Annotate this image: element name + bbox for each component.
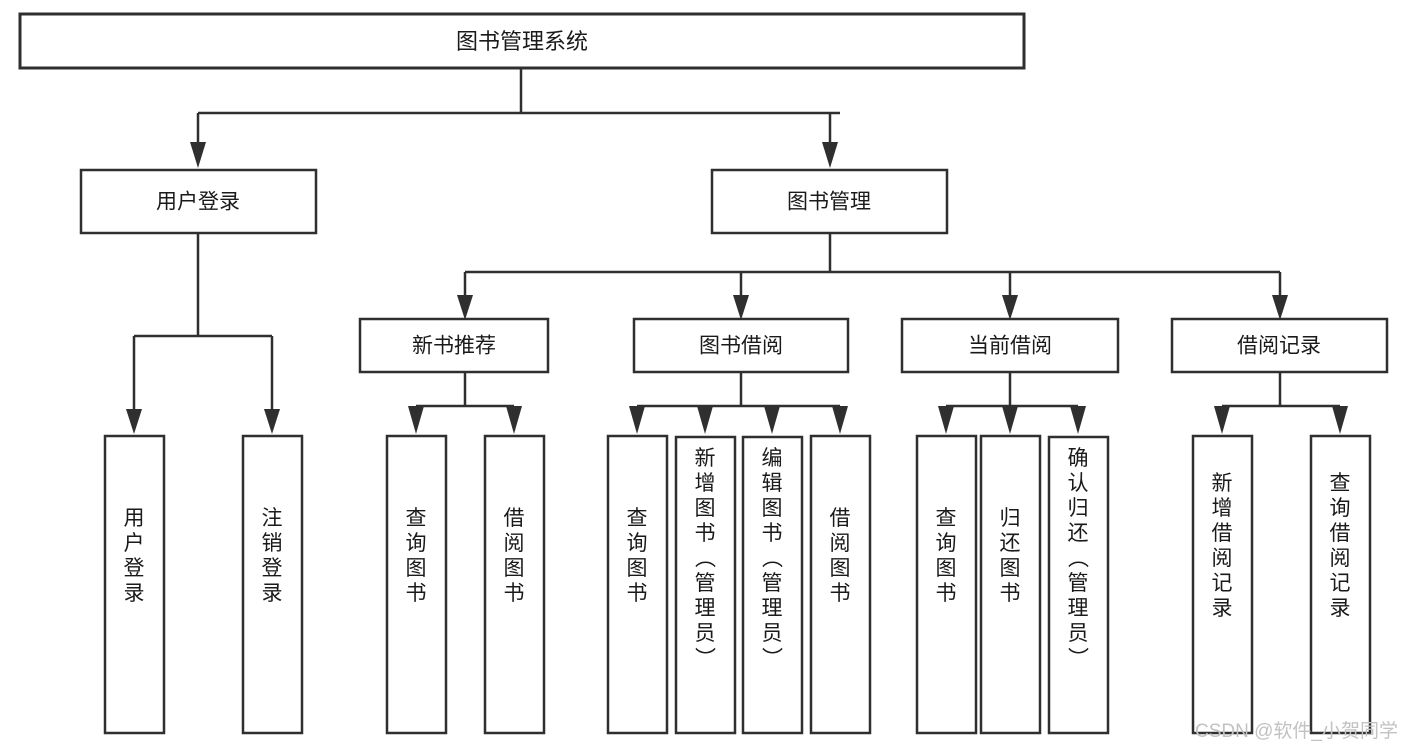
node-root-label: 图书管理系统 [456, 29, 588, 54]
leaf-query-book-2-box[interactable] [606, 434, 669, 735]
leaf-user-login[interactable]: 用户登录 [103, 434, 166, 735]
arrow-head-current-borrow [1002, 295, 1018, 320]
node-book-manage-label: 图书管理 [787, 191, 871, 214]
leaf-query-record-label: 查询借阅记录 [1330, 472, 1351, 620]
leaf-user-logout-label: 注销登录 [262, 507, 283, 605]
leaf-borrow-book-2[interactable]: 借阅图书 [809, 434, 872, 735]
leaf-borrow-book-1-box[interactable] [483, 434, 546, 735]
arrow-head-leaf-user-login [126, 409, 142, 434]
arrow-head-leaf-confirm-return [1070, 406, 1086, 434]
leaf-confirm-return-label: 确认归还（管理员） [1068, 447, 1090, 670]
leaf-query-book-3-box[interactable] [915, 434, 978, 735]
leaf-borrow-book-1-label: 借阅图书 [504, 507, 525, 605]
arrow-head-borrow-record [1272, 295, 1288, 320]
leaf-return-book-box[interactable] [979, 434, 1042, 735]
connector-group-book-borrow [629, 372, 848, 434]
arrow-head-leaf-add-book [697, 406, 713, 434]
arrow-head-leaf-borrow-book-1 [506, 406, 522, 434]
node-borrow-record[interactable]: 借阅记录 [1170, 317, 1389, 374]
node-book-borrow-box[interactable] [632, 317, 850, 374]
leaf-borrow-book-2-box[interactable] [809, 434, 872, 735]
leaf-query-book-3-label: 查询图书 [936, 507, 957, 605]
leaf-query-book-1-box[interactable] [385, 434, 448, 735]
arrow-head-new-book-rec [457, 295, 473, 320]
arrow-head-leaf-query-book-2 [629, 406, 645, 434]
leaf-edit-book-box[interactable] [741, 435, 804, 735]
leaf-user-login-label: 用户登录 [124, 507, 145, 605]
leaf-confirm-return-box[interactable] [1047, 435, 1110, 735]
leaf-add-record[interactable]: 新增借阅记录 [1191, 434, 1254, 735]
leaf-add-book[interactable]: 新增图书（管理员） [674, 435, 737, 735]
arrow-head-book-manage [822, 142, 838, 168]
connector-group-book-manage [457, 233, 1288, 320]
leaf-borrow-book-1[interactable]: 借阅图书 [483, 434, 546, 735]
leaf-query-book-1-label: 查询图书 [406, 507, 427, 605]
node-root[interactable]: 图书管理系统 [18, 12, 1026, 70]
leaf-user-login-box[interactable] [103, 434, 166, 735]
arrow-head-leaf-return-book [1002, 406, 1018, 434]
connector-group-new-book-rec [408, 372, 522, 434]
leaf-user-logout-box[interactable] [241, 434, 304, 735]
node-borrow-record-box[interactable] [1170, 317, 1389, 374]
connector-group-current-borrow [938, 372, 1086, 434]
node-user-login-label: 用户登录 [156, 191, 240, 214]
node-user-login[interactable]: 用户登录 [79, 168, 318, 235]
leaf-query-record-box[interactable] [1309, 434, 1372, 735]
leaf-add-record-label: 新增借阅记录 [1212, 472, 1233, 620]
leaf-user-logout[interactable]: 注销登录 [241, 434, 304, 735]
arrow-head-leaf-add-record [1214, 406, 1230, 434]
watermark-label: CSDN @软件_小贺同学 [1195, 720, 1398, 742]
arrow-head-leaf-edit-book [764, 406, 780, 434]
node-current-borrow[interactable]: 当前借阅 [900, 317, 1120, 374]
leaf-return-book[interactable]: 归还图书 [979, 434, 1042, 735]
leaf-add-record-box[interactable] [1191, 434, 1254, 735]
leaf-confirm-return[interactable]: 确认归还（管理员） [1047, 435, 1110, 735]
leaf-edit-book-label: 编辑图书（管理员） [762, 447, 784, 670]
leaf-query-book-3[interactable]: 查询图书 [915, 434, 978, 735]
node-book-manage[interactable]: 图书管理 [710, 168, 949, 235]
arrow-head-book-borrow [733, 295, 749, 320]
node-book-manage-box[interactable] [710, 168, 949, 235]
leaf-query-book-1[interactable]: 查询图书 [385, 434, 448, 735]
leaf-query-book-2[interactable]: 查询图书 [606, 434, 669, 735]
node-new-book-rec-label: 新书推荐 [412, 335, 496, 358]
connector-group-root [190, 68, 840, 168]
node-new-book-rec[interactable]: 新书推荐 [358, 317, 550, 374]
node-new-book-rec-box[interactable] [358, 317, 550, 374]
node-current-borrow-label: 当前借阅 [968, 335, 1052, 358]
node-book-borrow-label: 图书借阅 [699, 335, 783, 358]
arrow-head-leaf-query-record [1332, 406, 1348, 434]
arrow-head-leaf-query-book-1 [408, 406, 424, 434]
node-root-box[interactable] [18, 12, 1026, 70]
leaf-query-book-2-label: 查询图书 [627, 507, 648, 605]
node-user-login-box[interactable] [79, 168, 318, 235]
leaf-return-book-label: 归还图书 [1000, 507, 1021, 605]
leaf-query-record[interactable]: 查询借阅记录 [1309, 434, 1372, 735]
arrow-head-leaf-borrow-book-2 [832, 406, 848, 434]
leaf-add-book-box[interactable] [674, 435, 737, 735]
node-book-borrow[interactable]: 图书借阅 [632, 317, 850, 374]
arrow-head-user-login [190, 142, 206, 168]
node-current-borrow-box[interactable] [900, 317, 1120, 374]
arrow-head-leaf-query-book-3 [938, 406, 954, 434]
connector-group-user-login [126, 233, 280, 434]
leaf-add-book-label: 新增图书（管理员） [695, 447, 717, 670]
leaf-edit-book[interactable]: 编辑图书（管理员） [741, 435, 804, 735]
connector-group-borrow-record [1214, 372, 1348, 434]
leaf-borrow-book-2-label: 借阅图书 [830, 507, 851, 605]
node-borrow-record-label: 借阅记录 [1237, 335, 1321, 358]
arrow-head-leaf-user-logout [264, 409, 280, 434]
